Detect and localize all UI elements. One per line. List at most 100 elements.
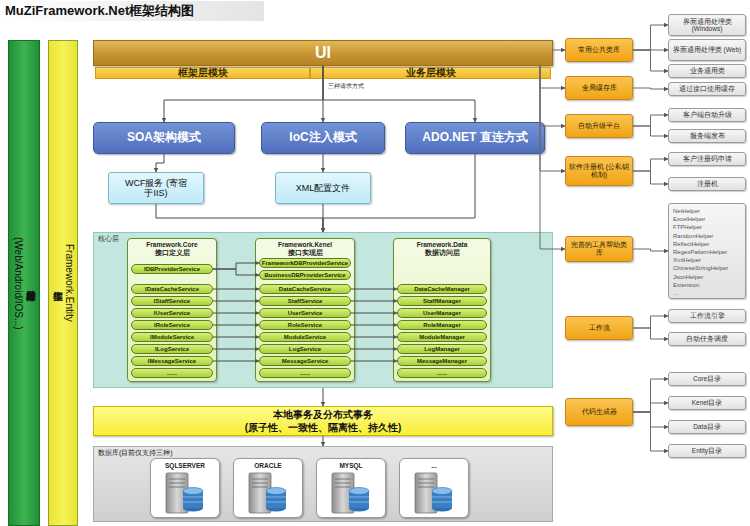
node-text: ModuleManager: [419, 333, 465, 341]
side-band: Framework.Entity实体模型: [48, 40, 78, 526]
node-text: BusinessDBProviderService: [264, 271, 345, 279]
connector-arrow: [323, 204, 324, 232]
node-text: ReflectHelper: [673, 240, 709, 248]
connector-arrow: [213, 337, 259, 338]
connector-arrow: [633, 159, 668, 171]
connector-arrow: [213, 349, 259, 350]
node-text: 服务端发布: [690, 132, 725, 139]
service-pill: StaffManager: [397, 296, 487, 306]
service-pill: ......: [259, 368, 351, 378]
node-text: 框架层模块: [178, 68, 228, 78]
node-text: 核心层: [98, 235, 119, 243]
node-text: 数据库(目前仅支持三种): [98, 449, 173, 457]
node-text: 接口实现层: [288, 249, 323, 257]
node-text: ......: [300, 369, 310, 377]
node-text: IModuleService: [150, 333, 194, 341]
node-text: IStaffService: [154, 297, 190, 305]
service-pill: ModuleService: [259, 332, 351, 342]
node-text: Framework.Entity: [63, 244, 75, 322]
node-text: 业务通用类: [690, 67, 725, 74]
connector-arrow: [633, 412, 668, 427]
service-pill: MessageService: [259, 356, 351, 366]
service-pill: ModuleManager: [397, 332, 487, 342]
detail-box: 自动任务调度: [668, 332, 746, 346]
node-text: JsonHelper: [673, 273, 703, 281]
node-text: 接口定义层: [155, 249, 190, 257]
node-text: 软件注册机 (公私钥机制): [568, 163, 630, 179]
detail-box: 客户端自动升级: [668, 108, 746, 122]
diagram-title: MuZiFramework.Net框架结构图: [2, 1, 264, 21]
connector-arrow: [540, 66, 565, 171]
detail-box: 业务通用类: [668, 64, 746, 78]
service-pill: IUserService: [131, 308, 213, 318]
node-text: 全局缓存库: [582, 84, 617, 92]
service-pill: DataCacheManager: [397, 284, 487, 294]
detail-box: 通过接口使用缓存: [668, 82, 746, 96]
service-pill: ......: [397, 368, 487, 378]
node-text: ORACLE: [254, 462, 281, 469]
feature-box: 自动升级平台: [565, 114, 633, 138]
connector-arrow: [351, 325, 397, 326]
service-box: WCF服务 (寄宿于IIS): [108, 172, 204, 204]
node-text: Data目录: [693, 423, 721, 430]
side-band: 对外发布接口服务(Web/Android/IOS...): [8, 40, 40, 526]
detail-box: 注册机: [668, 177, 746, 191]
node-text: 完善的工具帮助类库: [568, 241, 630, 257]
connector-arrow: [633, 316, 668, 328]
node-text: RegexPatternHelper: [673, 248, 727, 256]
node-text: Kenel目录: [692, 399, 723, 406]
node-text: UI: [315, 44, 331, 62]
server-icon: [415, 473, 452, 513]
connector-arrow: [164, 66, 323, 122]
detail-box: 工作流引擎: [668, 309, 746, 323]
node-text: Extension: [673, 281, 699, 289]
connector-arrow: [323, 154, 475, 232]
service-pill: IRoleService: [131, 320, 213, 330]
node-text: ...: [673, 289, 678, 297]
node-text: ChineseStringHelper: [673, 264, 728, 272]
connector-arrow: [633, 249, 668, 251]
database-box: SQLSERVER: [150, 458, 220, 518]
connector-arrow: [633, 379, 668, 412]
node-text: ......: [437, 369, 447, 377]
node-text: DataCacheManager: [414, 285, 470, 293]
node-text: (原子性、一致性、隔离性、持久性): [245, 421, 402, 434]
transaction-box: 本地事务及分布式事务(原子性、一致性、隔离性、持久性): [93, 406, 553, 436]
node-text: MYSQL: [339, 462, 362, 469]
database-box: MYSQL: [316, 458, 386, 518]
node-text: RandomHelper: [673, 232, 713, 240]
service-pill: MessageManager: [397, 356, 487, 366]
node-text: IMessageService: [148, 357, 196, 365]
detail-box: 界面通用处理类 (Windows): [668, 14, 746, 36]
node-text: Framework.Core: [146, 241, 197, 249]
connector-arrow: [213, 301, 259, 302]
feature-box: 常用公共类库: [565, 38, 633, 62]
detail-box: Core目录: [668, 372, 746, 386]
service-pill: ILogService: [131, 344, 213, 354]
service-pill: FrameworkDBProviderService: [259, 258, 351, 268]
database-area: 数据库(目前仅支持三种)SQLSERVERORACLEMYSQL...: [93, 446, 553, 522]
connector-arrow: [323, 66, 475, 122]
service-pill: RoleService: [259, 320, 351, 330]
service-pill: IStaffService: [131, 296, 213, 306]
layer-column: Framework.Kenel接口实现层FrameworkDBProviderS…: [255, 238, 355, 382]
node-text: 自动任务调度: [686, 335, 728, 342]
node-text: IoC注入模式: [289, 131, 356, 145]
connector-arrow: [633, 50, 668, 71]
server-icon: [332, 473, 369, 513]
connector-arrow: [156, 154, 164, 172]
node-text: 通过接口使用缓存: [679, 85, 735, 92]
feature-box: 完善的工具帮助类库: [565, 236, 633, 262]
node-text: 业务层模块: [406, 68, 456, 78]
ui-layer: UI: [93, 40, 553, 66]
node-text: Entity目录: [692, 447, 722, 454]
connector-arrow: [633, 88, 668, 89]
node-text: Framework.Kenel: [278, 241, 332, 249]
node-text: Core目录: [693, 375, 721, 382]
detail-box: Data目录: [668, 420, 746, 434]
node-text: 本地事务及分布式事务: [273, 408, 373, 421]
annotation-label: 三种请求方式: [328, 82, 364, 91]
connector-arrow: [540, 66, 565, 249]
